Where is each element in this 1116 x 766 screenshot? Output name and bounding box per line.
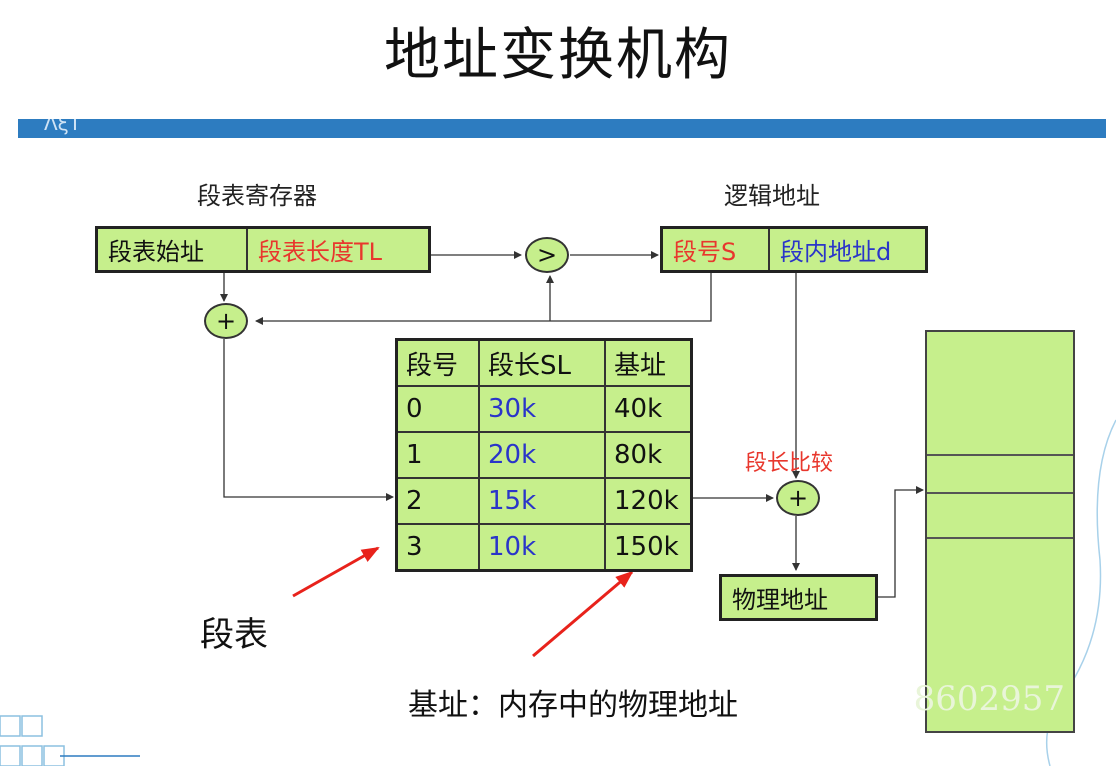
header-banner: ΛξΤ — [18, 119, 1106, 138]
offset-field: 段内地址d — [780, 238, 892, 266]
cell-segment-number: 0 — [395, 385, 480, 433]
header-base-address: 基址 — [604, 338, 693, 387]
logical-address-label: 逻辑地址 — [724, 182, 820, 210]
segment-register-label: 段表寄存器 — [197, 182, 317, 210]
cell-segment-number: 1 — [395, 431, 480, 479]
banner-text: ΛξΤ — [44, 119, 82, 135]
cell-segment-number: 3 — [395, 523, 480, 572]
cell-base-address: 150k — [604, 523, 693, 572]
segment-table-length: 段表长度TL — [258, 238, 383, 266]
compare-circle: > — [525, 237, 569, 273]
table-row: 0 30k 40k — [395, 385, 693, 433]
cell-segment-number: 2 — [395, 477, 480, 525]
memory-divider — [927, 454, 1073, 456]
length-compare-label: 段长比较 — [745, 451, 834, 476]
line-physical-to-memory — [878, 486, 924, 598]
cell-segment-length: 15k — [478, 477, 606, 525]
line-segnum-to-adder — [255, 272, 712, 325]
red-arrow-base-address — [532, 570, 634, 658]
cell-base-address: 120k — [604, 477, 693, 525]
cell-segment-length: 30k — [478, 385, 606, 433]
segment-table: 段号 段长SL 基址 0 30k 40k 1 20k 80k 2 15k 120… — [395, 338, 693, 572]
segment-number-field: 段号S — [663, 229, 770, 270]
physical-address-box: 物理地址 — [719, 574, 878, 621]
table-row: 2 15k 120k — [395, 477, 693, 525]
decorative-squares — [0, 715, 140, 766]
page-title: 地址变换机构 — [384, 23, 732, 88]
adder-circle-bottom: + — [776, 480, 820, 516]
cell-base-address: 80k — [604, 431, 693, 479]
cell-segment-length: 20k — [478, 431, 606, 479]
header-segment-length: 段长SL — [478, 338, 606, 387]
line-adder-to-table — [223, 339, 394, 501]
memory-watermark: 8602957 — [913, 679, 1065, 719]
adder-circle-top: + — [204, 303, 248, 339]
memory-block: 8602957 — [914, 330, 1075, 733]
table-row: 3 10k 150k — [395, 523, 693, 572]
segment-table-annotation: 段表 — [200, 615, 268, 655]
logical-address-box: 段号S 段内地址d — [660, 226, 928, 273]
memory-divider — [927, 537, 1073, 539]
table-row: 1 20k 80k — [395, 431, 693, 479]
cell-segment-length: 10k — [478, 523, 606, 572]
segment-register-box: 段表始址 段表长度TL — [95, 226, 431, 273]
red-arrow-segment-table — [292, 546, 380, 598]
table-header-row: 段号 段长SL 基址 — [395, 338, 693, 387]
segment-table-start-address: 段表始址 — [98, 229, 248, 270]
header-segment-number: 段号 — [395, 338, 480, 387]
memory-divider — [927, 492, 1073, 494]
base-address-annotation: 基址：内存中的物理地址 — [408, 688, 738, 723]
cell-base-address: 40k — [604, 385, 693, 433]
